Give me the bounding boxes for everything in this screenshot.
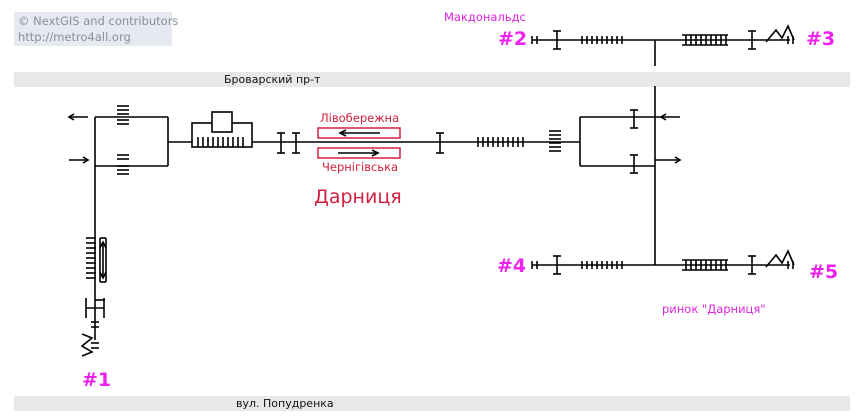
exit-4-5-branch	[531, 249, 795, 275]
exit-4-label[interactable]: #4	[497, 255, 527, 277]
exit-2-3-branch	[531, 24, 795, 50]
exit-1-label[interactable]: #1	[82, 369, 112, 391]
attribution-url[interactable]: http://metro4all.org	[18, 30, 131, 44]
direction-left-label: Лівобережна	[320, 111, 400, 125]
street-label-bottom: вул. Попудренка	[236, 397, 334, 410]
exit-3-label[interactable]: #3	[806, 28, 836, 50]
attribution: © NextGIS and contributors http://metro4…	[14, 12, 179, 46]
doors-left-icon	[277, 132, 300, 154]
stairs-left-bottom-icon	[117, 154, 129, 175]
exit-2-label[interactable]: #2	[498, 28, 528, 50]
station-name: Дарниця	[314, 186, 402, 208]
exit-1-branch	[80, 232, 107, 357]
exit-5-label[interactable]: #5	[809, 261, 839, 283]
street-label-top: Броварский пр-т	[224, 73, 321, 86]
landmark-market: ринок "Дарниця"	[662, 302, 766, 316]
arrow-exit-left-bottom-icon	[82, 156, 90, 164]
street-band-top: Броварский пр-т	[14, 72, 850, 87]
platform-left-track	[317, 127, 401, 139]
right-passage	[579, 40, 680, 265]
door-center-icon	[436, 132, 444, 154]
turnstiles-left-icon	[197, 137, 244, 147]
attribution-copyright: © NextGIS and contributors	[18, 14, 179, 28]
street-band-bottom: вул. Попудренка	[14, 396, 850, 411]
direction-right-label: Чернігівська	[322, 160, 399, 174]
stairs-left-top-icon	[117, 105, 129, 125]
platform-right-track	[317, 147, 401, 159]
landmark-mcdonalds: Макдональдс	[444, 10, 526, 24]
turnstiles-center-icon	[440, 137, 580, 147]
arrow-exit-right-bottom-icon	[674, 156, 682, 164]
arrow-exit-left-top-icon	[67, 113, 75, 121]
stairs-center-right-icon	[549, 130, 561, 152]
entrance-box	[191, 111, 440, 148]
left-passage	[69, 116, 192, 232]
arrow-exit-right-top-icon	[659, 113, 667, 121]
